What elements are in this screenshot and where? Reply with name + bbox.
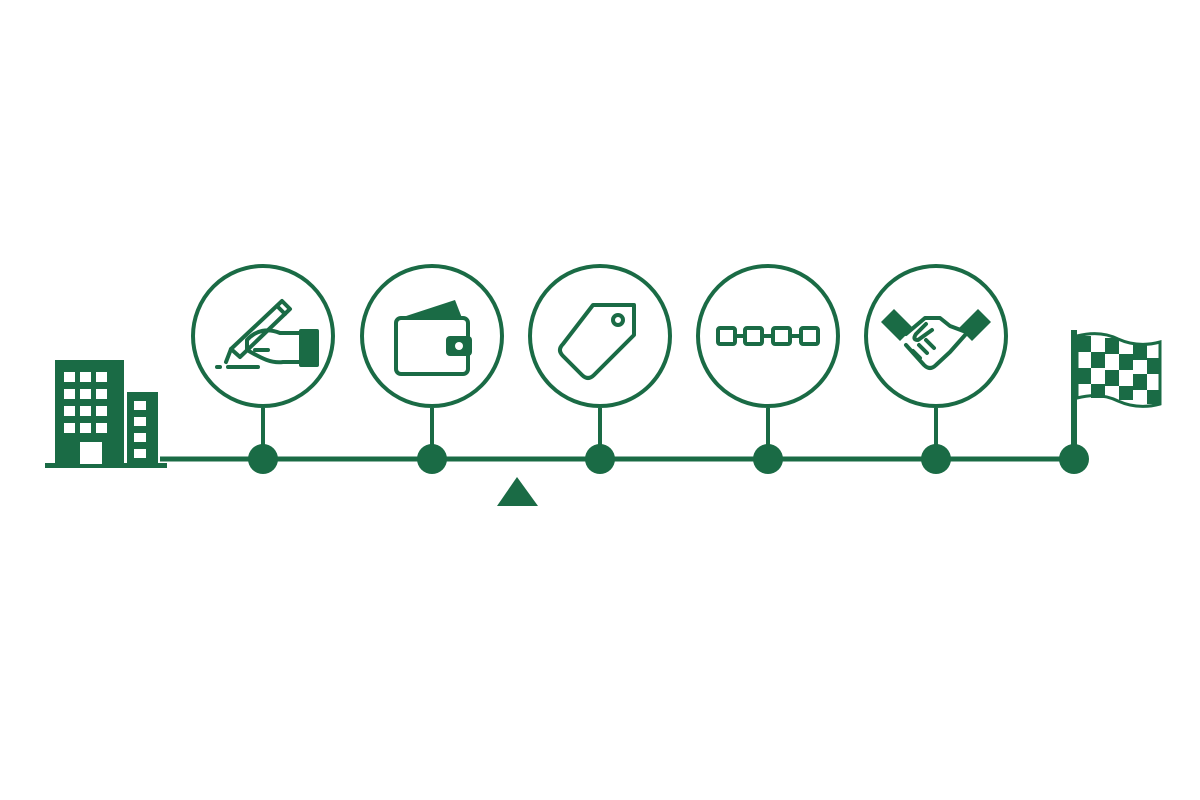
price-tag-icon [558,303,636,380]
step-5-node [921,444,951,474]
hand-signing-icon [215,299,319,369]
step-5 [864,264,1008,474]
wallet-icon [394,300,472,376]
step-3-circle [528,264,672,408]
step-1-node [248,444,278,474]
step-3-node [585,444,615,474]
step-4-node [753,444,783,474]
office-building-icon [45,360,167,468]
step-4 [696,264,840,474]
chain-link-icon [716,326,820,346]
step-2-node [417,444,447,474]
end-point [1059,330,1162,474]
progress-marker-triangle [497,477,538,506]
step-5-circle [864,264,1008,408]
step-2 [360,264,504,474]
step-3 [528,264,672,474]
handshake-icon [881,309,991,370]
checkered-flag-icon [1071,330,1162,460]
step-1 [191,264,335,474]
